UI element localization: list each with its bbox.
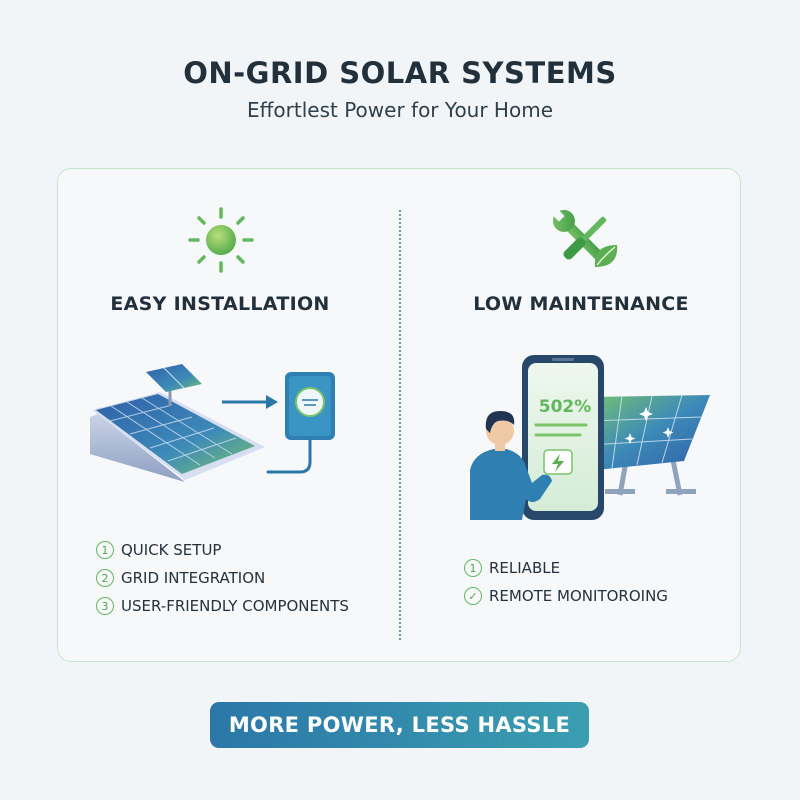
checkmark-icon: ✓ <box>464 587 482 605</box>
cta-button[interactable]: MORE POWER, LESS HASSLE <box>210 702 589 748</box>
wrench-leaf-icon <box>551 208 618 267</box>
installation-feature-list: 1 QUICK SETUP 2 GRID INTEGRATION 3 USER-… <box>96 536 349 620</box>
quick-setup-label: QUICK SETUP <box>121 541 222 559</box>
remote-monitoring-label: REMOTE MONITOROING <box>489 587 668 605</box>
number-1-icon: 1 <box>464 559 482 577</box>
easy-installation-heading: EASY INSTALLATION <box>110 293 330 315</box>
list-item: 1 QUICK SETUP <box>96 536 349 564</box>
user-friendly-components-label: USER-FRIENDLY COMPONENTS <box>121 597 349 615</box>
sun-icon <box>188 207 254 273</box>
number-1-icon: 1 <box>96 541 114 559</box>
list-item: ✓ REMOTE MONITOROING <box>464 582 668 610</box>
list-item: 3 USER-FRIENDLY COMPONENTS <box>96 592 349 620</box>
grid-integration-label: GRID INTEGRATION <box>121 569 266 587</box>
number-2-icon: 2 <box>96 569 114 587</box>
phone-reading-label: 502% <box>538 397 592 417</box>
solar-roof-illustration <box>90 364 335 482</box>
phone-monitoring-illustration <box>470 355 710 520</box>
reliable-label: RELIABLE <box>489 559 561 577</box>
list-item: 1 RELIABLE <box>464 554 668 582</box>
column-divider <box>399 210 401 640</box>
page-subtitle: Effortlest Power for Your Home <box>247 98 553 122</box>
number-3-icon: 3 <box>96 597 114 615</box>
low-maintenance-heading: LOW MAINTENANCE <box>473 293 689 315</box>
maintenance-feature-list: 1 RELIABLE ✓ REMOTE MONITOROING <box>464 554 668 610</box>
page-title: ON-GRID SOLAR SYSTEMS <box>183 56 617 90</box>
list-item: 2 GRID INTEGRATION <box>96 564 349 592</box>
